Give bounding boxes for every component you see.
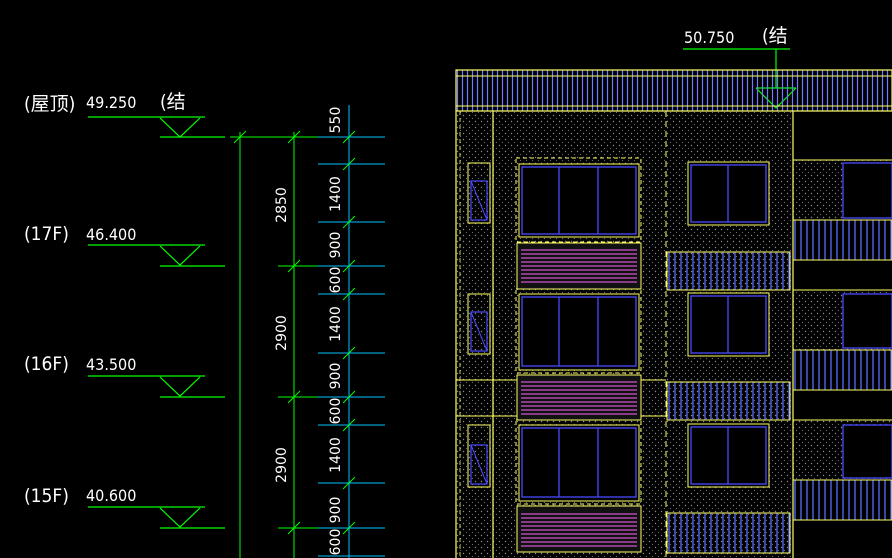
level-elevation-label: 46.400	[86, 225, 136, 244]
dimension-chains: 2850 2900 2900	[230, 105, 385, 558]
dim-segment: 600	[328, 529, 344, 556]
level-floor-label: (屋顶)	[24, 93, 75, 115]
level-elevation-label: 43.500	[86, 355, 136, 374]
level-floor-label: (15F)	[24, 485, 69, 507]
level-marker-17f: (17F) 46.400	[24, 223, 225, 267]
level-markers: (屋顶) 49.250 (结 (17F) 46.400 (16F) 43.500…	[24, 91, 225, 529]
floor-band	[467, 157, 892, 291]
dim-floor-height: 2850	[274, 187, 290, 223]
level-elevation-label: 40.600	[86, 486, 136, 505]
dim-segment: 1400	[328, 437, 344, 473]
dim-segment: 900	[328, 232, 344, 259]
dim-segment: 600	[328, 267, 344, 294]
floor-band	[467, 288, 892, 421]
dim-floor-height: 2900	[274, 315, 290, 351]
floor-band	[467, 419, 892, 554]
level-marker-16f: (16F) 43.500	[24, 353, 225, 398]
dim-segment: 900	[328, 363, 344, 390]
level-note-label: (结	[160, 91, 186, 113]
building-elevation: 50.750 (结	[455, 25, 892, 558]
dim-segment: 900	[328, 497, 344, 524]
level-marker-roof: (屋顶) 49.250 (结	[24, 91, 225, 138]
dim-segment: 550	[328, 107, 344, 134]
level-marker-15f: (15F) 40.600	[24, 485, 225, 529]
dim-floor-height: 2900	[274, 447, 290, 483]
top-elevation-label: 50.750	[684, 28, 734, 47]
level-floor-label: (17F)	[24, 223, 69, 245]
top-note-label: (结	[762, 25, 788, 47]
level-elevation-label: 49.250	[86, 93, 136, 112]
level-floor-label: (16F)	[24, 353, 69, 375]
dim-segment: 600	[328, 398, 344, 425]
dim-segment: 1400	[328, 306, 344, 342]
dim-segment: 1400	[328, 176, 344, 212]
